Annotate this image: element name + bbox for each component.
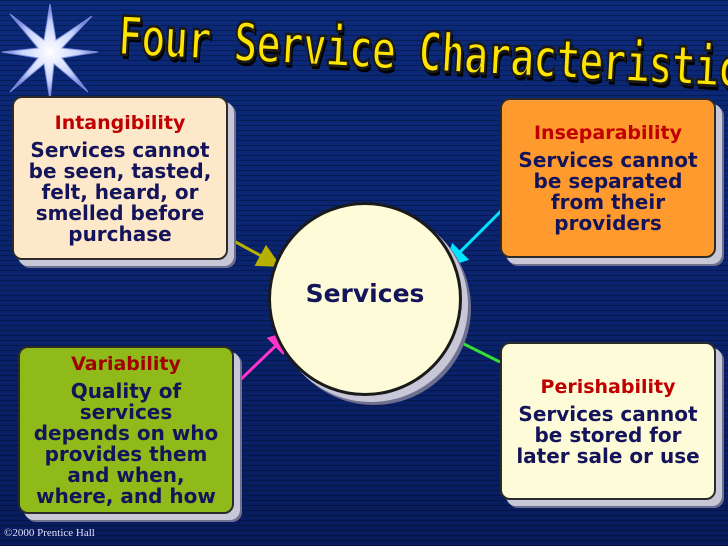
perishability-text: Services cannot be stored for later sale…	[516, 401, 700, 468]
variability-heading: Variability	[71, 353, 181, 375]
variability-text: Quality of services depends on who provi…	[33, 379, 219, 508]
variability-box: Variability Quality of services depends …	[18, 346, 234, 514]
intangibility-heading: Intangibility	[54, 111, 186, 134]
star-burst-icon	[1, 3, 99, 101]
arrow-intangibility	[231, 238, 282, 267]
intangibility-text: Services cannot be seen, tasted, felt, h…	[28, 137, 212, 246]
perishability-heading: Perishability	[540, 375, 676, 398]
copyright-text: ©2000 Prentice Hall	[4, 527, 95, 539]
services-circle: Services	[268, 202, 462, 396]
inseparability-box: Inseparability Services cannot be separa…	[500, 98, 716, 258]
services-label: Services	[305, 278, 425, 308]
intangibility-box: Intangibility Services cannot be seen, t…	[12, 96, 228, 260]
inseparability-heading: Inseparability	[533, 122, 682, 144]
perishability-box: Perishability Services cannot be stored …	[500, 342, 716, 500]
arrow-inseparability	[443, 208, 504, 269]
inseparability-text: Services cannot be separated from their …	[518, 148, 698, 235]
